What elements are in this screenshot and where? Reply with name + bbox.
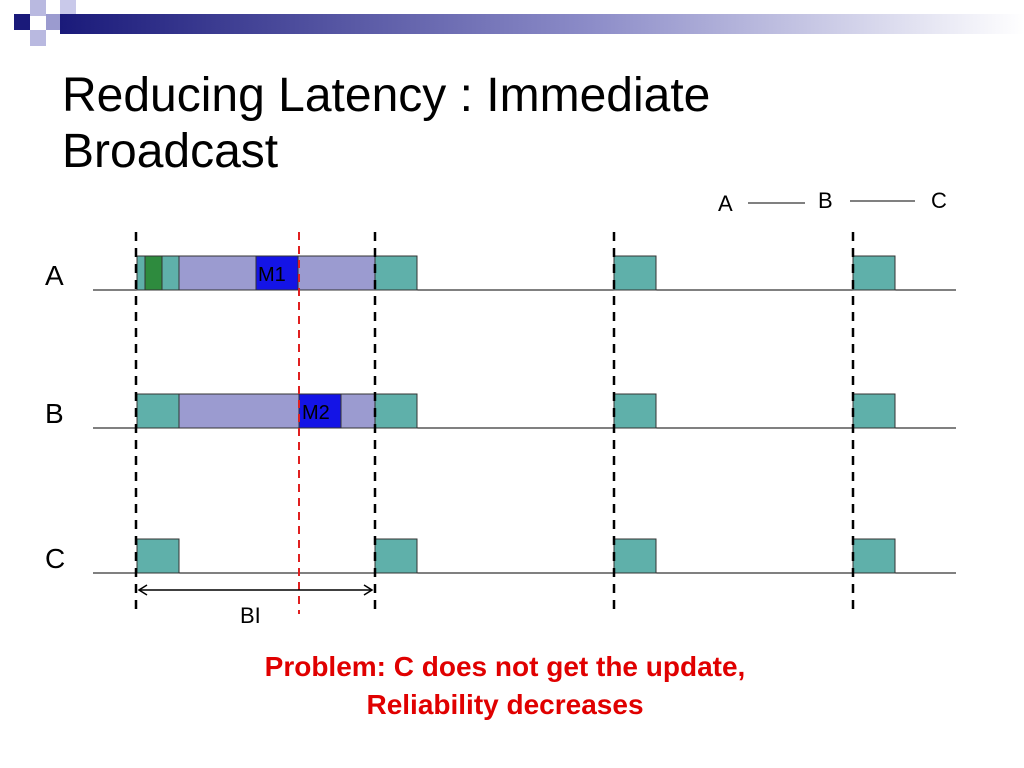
beacon-slot (613, 393, 657, 429)
row-label-c: C (45, 543, 65, 574)
message-m2-label: M2 (302, 402, 330, 424)
green-slot (144, 255, 163, 291)
topology-legend: A B C (718, 188, 947, 216)
problem-line-2: Reliability decreases (366, 689, 644, 720)
title-line-2: Broadcast (62, 125, 279, 178)
slide-title: Reducing Latency : Immediate Broadcast (62, 68, 882, 180)
beacon-slot (852, 538, 896, 574)
beacon-interval-arrow: BI (137, 584, 374, 628)
active-period (178, 393, 376, 429)
beacon-slot (136, 538, 180, 574)
beacon-slot (852, 255, 896, 291)
topology-node-a: A (718, 191, 733, 216)
beacon-slot (852, 393, 896, 429)
beacon-slot (136, 393, 180, 429)
beacon-slot (374, 255, 418, 291)
bi-arrow-left-head (137, 584, 148, 596)
title-line-1: Reducing Latency : Immediate (62, 69, 711, 122)
row-c-blocks (136, 538, 896, 574)
problem-line-1: Problem: C does not get the update, (264, 651, 746, 682)
message-m1-label: M1 (258, 264, 286, 286)
beacon-slot (613, 538, 657, 574)
message-m1-block (255, 255, 299, 291)
row-label-b: B (45, 398, 64, 429)
row-label-a: A (45, 260, 64, 291)
problem-statement: Problem: C does not get the update, Reli… (0, 648, 1010, 724)
logo-blocks (14, 0, 76, 46)
bi-arrow-right-head (363, 584, 374, 596)
message-m2-block (298, 393, 342, 429)
beacon-slot (374, 538, 418, 574)
beacon-slot (374, 393, 418, 429)
row-a-blocks: M1 (136, 255, 896, 291)
header-gradient-bar (60, 14, 1024, 34)
row-b-blocks: M2 (136, 393, 896, 429)
topology-node-c: C (931, 188, 947, 213)
bi-label: BI (240, 603, 261, 628)
beacon-slot (613, 255, 657, 291)
topology-node-b: B (818, 188, 833, 213)
